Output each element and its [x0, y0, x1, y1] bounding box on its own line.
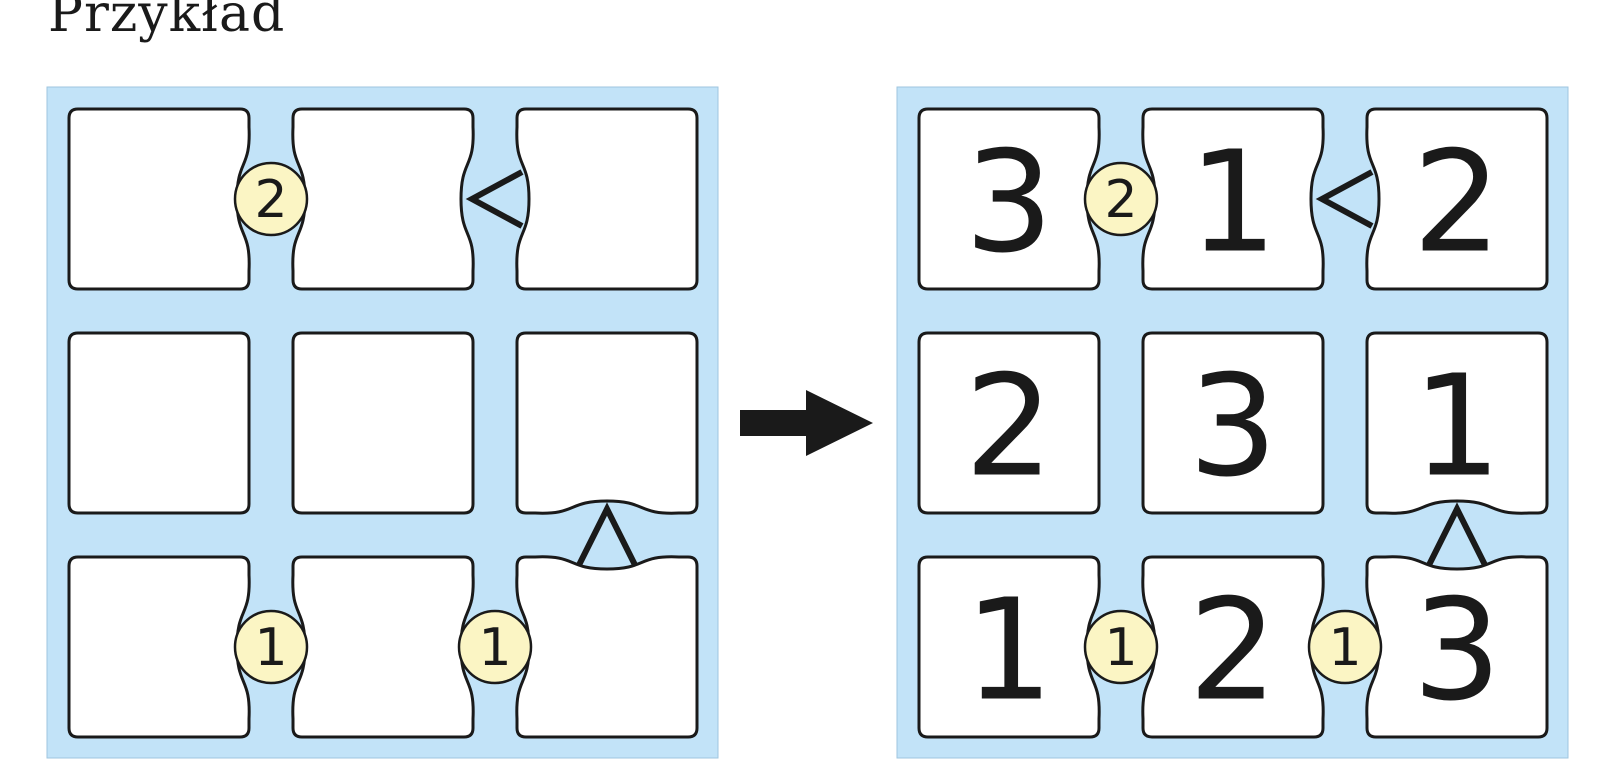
right-arrow-icon [740, 390, 873, 456]
sum-clue-circle [233, 609, 309, 685]
sum-clue-circle [1083, 609, 1159, 685]
sum-clue-circle [457, 609, 533, 685]
sum-clue-circle [1307, 609, 1383, 685]
page-title: Przykład [48, 0, 286, 44]
grid-cell-r1c0[interactable] [67, 331, 251, 515]
puzzle-cells [67, 107, 699, 739]
grid-cell-r1c2[interactable] [515, 331, 699, 515]
solution-digit: 2 [1412, 122, 1501, 285]
grid-cell-r1c2 [1365, 331, 1549, 515]
solution-digit: 3 [1412, 570, 1501, 733]
sum-clue-label: 2 [1104, 170, 1137, 230]
grid-cell-r2c2[interactable] [515, 555, 699, 739]
solution-digit: 3 [964, 122, 1053, 285]
sum-clue-label: 1 [1328, 618, 1361, 678]
solution-digit: 1 [1188, 122, 1277, 285]
solution-clues: 2 1 1 [1083, 161, 1488, 685]
sum-clue-label: 1 [254, 618, 287, 678]
sum-clue-circle [1083, 161, 1159, 237]
grid-cell-r2c0[interactable] [67, 555, 251, 739]
grid-cell-r1c1 [1141, 331, 1325, 515]
grid-cell-r1c1[interactable] [291, 331, 475, 515]
solution-digit: 1 [1412, 346, 1501, 509]
less-than-icon [465, 169, 524, 229]
grid-cell-r0c2[interactable] [515, 107, 699, 291]
grid-cell-r2c2 [1365, 555, 1549, 739]
grid-cell-r2c1[interactable] [291, 555, 475, 739]
solution-digit: 3 [1188, 346, 1277, 509]
less-than-icon [1315, 169, 1374, 229]
solution-digit: 2 [964, 346, 1053, 509]
grid-cell-r0c2 [1365, 107, 1549, 291]
grid-cell-r0c0 [917, 107, 1101, 291]
caret-up-icon [1426, 502, 1488, 567]
solution-digit: 1 [964, 570, 1053, 733]
grid-cell-r0c1[interactable] [291, 107, 475, 291]
solution-cells [917, 107, 1549, 739]
grid-cell-r0c0[interactable] [67, 107, 251, 291]
grid-cell-r0c1 [1141, 107, 1325, 291]
sum-clue-label: 1 [1104, 618, 1137, 678]
sum-clue-label: 2 [254, 170, 287, 230]
sum-clue-label: 1 [478, 618, 511, 678]
solution-digit: 2 [1188, 570, 1277, 733]
grid-cell-r2c1 [1141, 555, 1325, 739]
grid-cell-r1c0 [917, 331, 1101, 515]
caret-up-icon [576, 502, 638, 567]
puzzle-clues: 2 1 1 [233, 161, 638, 685]
grid-cell-r2c0 [917, 555, 1101, 739]
sum-clue-circle [233, 161, 309, 237]
